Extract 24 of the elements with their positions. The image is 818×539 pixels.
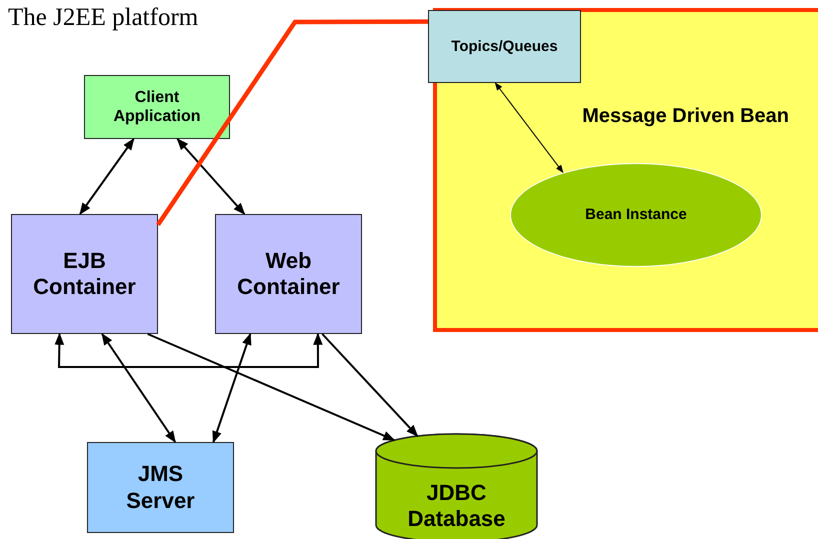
node-label: JDBC Database [406, 480, 506, 532]
node-label: EJB Container [32, 248, 137, 300]
arrow [101, 333, 176, 443]
arrow [147, 333, 396, 441]
node-label: Bean Instance [585, 206, 687, 224]
arrow [54, 332, 323, 368]
node-label: Client Application [112, 88, 202, 126]
node-label: JMS Server [125, 461, 196, 514]
process-box [215, 214, 362, 334]
arrow [176, 138, 246, 215]
callout-line [156, 19, 428, 226]
process-box [428, 10, 581, 83]
node-label: Topics/Queues [451, 38, 558, 56]
panel-heading: Message Driven Bean [582, 104, 789, 128]
process-box [11, 214, 158, 334]
arrow [79, 138, 134, 215]
arrow [212, 332, 252, 444]
node-label: Web Container [236, 248, 341, 300]
process-box [87, 442, 234, 533]
process-box [84, 75, 230, 139]
arrow [322, 333, 418, 437]
arrow [494, 82, 564, 173]
diagram-title: The J2EE platform [8, 4, 198, 32]
database-cylinder [375, 433, 538, 539]
